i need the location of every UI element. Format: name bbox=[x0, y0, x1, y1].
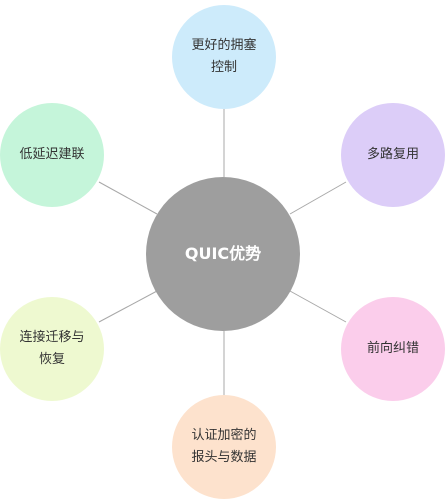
node-label: 更好的拥塞控制 bbox=[191, 38, 257, 75]
node-authenticated-encryption: 认证加密的报头与数据 bbox=[172, 395, 276, 499]
node-connection-migration: 连接迁移与恢复 bbox=[0, 297, 104, 401]
connector-top-left bbox=[98, 181, 158, 215]
node-low-latency-setup: 低延迟建联 bbox=[0, 103, 104, 207]
connector-top-right bbox=[289, 181, 347, 215]
center-node: QUIC优势 bbox=[146, 177, 300, 331]
node-multiplexing: 多路复用 bbox=[341, 103, 445, 207]
connector-bottom-right bbox=[289, 290, 347, 323]
node-congestion-control: 更好的拥塞控制 bbox=[172, 5, 276, 109]
node-label: 低延迟建联 bbox=[19, 147, 85, 162]
node-label: 多路复用 bbox=[366, 147, 419, 162]
node-label: 前向纠错 bbox=[366, 341, 419, 356]
node-label: 认证加密的报头与数据 bbox=[191, 428, 257, 465]
node-label: 连接迁移与恢复 bbox=[19, 330, 85, 367]
connector-bottom-left bbox=[98, 290, 158, 323]
center-node-label: QUIC优势 bbox=[184, 244, 262, 263]
node-forward-error-correction: 前向纠错 bbox=[341, 297, 445, 401]
